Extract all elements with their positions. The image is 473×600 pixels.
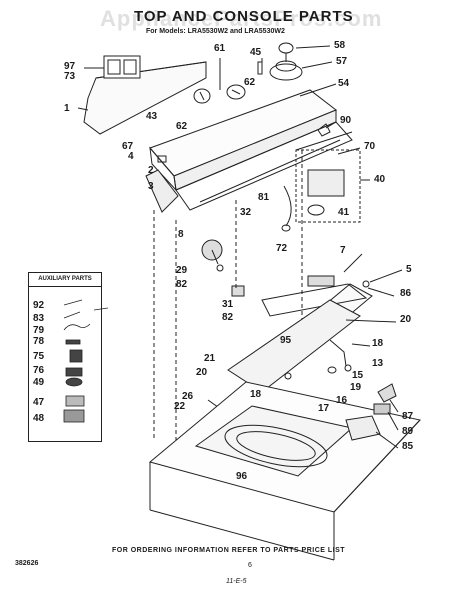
callout-label: 22 <box>174 401 186 412</box>
callout-label: 29 <box>176 265 188 276</box>
callout-label: 8 <box>178 229 184 240</box>
callout-label: 82 <box>222 312 234 323</box>
washer-lid <box>227 299 361 393</box>
callout-label: 90 <box>340 115 352 126</box>
callout-label: 89 <box>402 426 414 437</box>
aux-callout-label: 48 <box>33 413 45 424</box>
callout-label: 62 <box>176 121 188 132</box>
callout-label: 81 <box>258 192 270 203</box>
aux-callout-label: 83 <box>33 313 45 324</box>
diagram-title: TOP AND CONSOLE PARTS <box>134 8 354 25</box>
callout-label: 67 <box>122 141 134 152</box>
console-back-panel <box>83 61 207 135</box>
control-knob-43 <box>193 88 211 104</box>
callout-label: 73 <box>64 71 76 82</box>
callout-label: 18 <box>372 338 384 349</box>
callout-label: 95 <box>280 335 292 346</box>
callout-label: 20 <box>400 314 412 325</box>
revision-code: 11-E-5 <box>226 578 247 585</box>
callout-label: 97 <box>64 61 76 72</box>
callout-label: 2 <box>148 165 154 176</box>
aux-callout-label: 79 <box>33 325 45 336</box>
console-end-cap <box>145 169 179 213</box>
callout-label: 40 <box>374 174 386 185</box>
callout-label: 70 <box>364 141 376 152</box>
callout-label: 32 <box>240 207 252 218</box>
callout-label: 20 <box>196 367 208 378</box>
console-window <box>103 55 141 79</box>
document-number: 382626 <box>15 560 39 567</box>
callout-label: 58 <box>334 40 346 51</box>
page-number: 6 <box>248 562 252 569</box>
callout-label: 7 <box>340 245 346 256</box>
callout-label: 18 <box>250 389 262 400</box>
callout-label: 19 <box>350 382 362 393</box>
aux-callout-label: 78 <box>33 336 45 347</box>
callout-label: 21 <box>204 353 216 364</box>
auxiliary-part-icons <box>63 299 91 423</box>
diagram-subtitle: For Models: LRA5530W2 and LRA5530W2 <box>146 28 285 35</box>
callout-label: 3 <box>148 181 154 192</box>
aux-callout-label: 49 <box>33 377 45 388</box>
auxiliary-parts-title: AUXILIARY PARTS <box>29 273 101 287</box>
callout-label: 87 <box>402 411 414 422</box>
control-knob-62 <box>226 84 246 100</box>
callout-label: 15 <box>352 370 364 381</box>
callout-label: 17 <box>318 403 330 414</box>
callout-label: 43 <box>146 111 158 122</box>
callout-label: 31 <box>222 299 234 310</box>
ordering-info-note: FOR ORDERING INFORMATION REFER TO PARTS … <box>112 547 346 554</box>
callout-label: 5 <box>406 264 412 275</box>
auxiliary-parts-box: AUXILIARY PARTS <box>28 272 102 442</box>
callout-label: 26 <box>182 391 194 402</box>
callout-label: 16 <box>336 395 348 406</box>
callout-label: 62 <box>244 77 256 88</box>
aux-callout-label: 47 <box>33 397 45 408</box>
callout-label: 72 <box>276 243 288 254</box>
callout-label: 41 <box>338 207 350 218</box>
watermark: AppliancePartsPros.com <box>100 6 383 31</box>
callout-label: 45 <box>250 47 262 58</box>
callout-label: 61 <box>214 43 226 54</box>
callout-label: 13 <box>372 358 384 369</box>
callout-label: 1 <box>64 103 70 114</box>
aux-callout-label: 76 <box>33 365 45 376</box>
callout-label: 4 <box>128 151 134 162</box>
callout-label: 86 <box>400 288 412 299</box>
callout-label: 96 <box>236 471 248 482</box>
aux-callout-label: 75 <box>33 351 45 362</box>
callout-label: 85 <box>402 441 414 452</box>
switch-assembly-box <box>295 149 361 223</box>
callout-label: 54 <box>338 78 350 89</box>
callout-label: 82 <box>176 279 188 290</box>
aux-callout-label: 92 <box>33 300 45 311</box>
callout-label: 57 <box>336 56 348 67</box>
timer-knob <box>269 42 303 81</box>
